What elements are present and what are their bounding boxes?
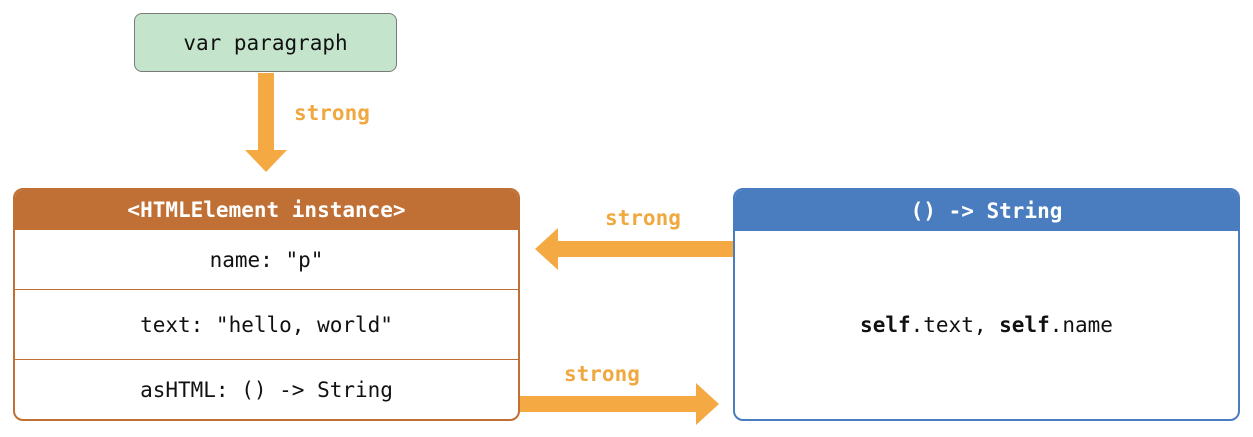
self-keyword: self xyxy=(999,313,1050,337)
closure-capture-text: .text, xyxy=(910,313,1000,337)
arrow-instance-to-closure xyxy=(520,383,719,425)
property-text: text: "hello, world" xyxy=(15,289,518,359)
property-name: name: "p" xyxy=(15,230,518,289)
closure-title: () -> String xyxy=(735,190,1238,231)
property-ashtml: asHTML: () -> String xyxy=(15,359,518,419)
variable-node: var paragraph xyxy=(134,13,397,72)
closure-body: self.text, self.name xyxy=(735,231,1238,419)
closure-capture-name: .name xyxy=(1049,313,1113,337)
property-ashtml-text: asHTML: () -> String xyxy=(140,377,393,402)
instance-node: <HTMLElement instance> name: "p" text: "… xyxy=(13,188,520,421)
property-text-text: text: "hello, world" xyxy=(140,312,393,337)
instance-title: <HTMLElement instance> xyxy=(15,190,518,230)
edge-label-instance-to-closure: strong xyxy=(564,362,640,386)
variable-label: var paragraph xyxy=(183,30,348,55)
self-keyword: self xyxy=(860,313,911,337)
closure-node: () -> String self.text, self.name xyxy=(733,188,1240,421)
edge-label-closure-to-instance: strong xyxy=(605,206,681,230)
arrow-closure-to-instance xyxy=(535,228,733,270)
edge-label-var-to-instance: strong xyxy=(294,101,370,125)
property-name-text: name: "p" xyxy=(209,247,324,272)
arrow-var-to-instance xyxy=(245,73,287,172)
